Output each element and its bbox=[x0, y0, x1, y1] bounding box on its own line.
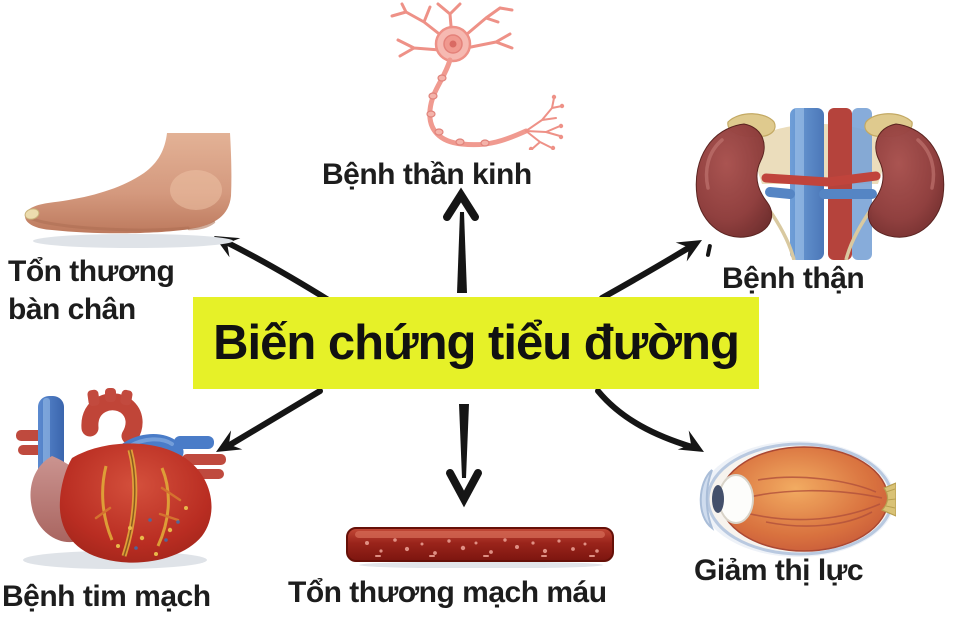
neuron-icon bbox=[390, 2, 565, 150]
label-eye: Giảm thị lực bbox=[694, 554, 864, 587]
arrow-to-kidney bbox=[599, 240, 712, 301]
blood-vessel-icon bbox=[346, 527, 614, 568]
foot-icon bbox=[24, 133, 233, 248]
heart-icon bbox=[16, 388, 226, 569]
eye-icon bbox=[699, 441, 896, 557]
arrow-to-vessel bbox=[446, 404, 482, 508]
label-vessel: Tổn thương mạch máu bbox=[288, 576, 607, 609]
label-nerve: Bệnh thần kinh bbox=[322, 158, 532, 191]
label-kidney: Bệnh thận bbox=[722, 262, 865, 295]
tick-artifact bbox=[705, 244, 712, 257]
arrow-to-nerve bbox=[443, 187, 479, 293]
label-heart: Bệnh tim mạch bbox=[2, 580, 211, 613]
arrow-to-heart bbox=[216, 388, 323, 452]
label-foot: Tổn thương bàn chân bbox=[8, 255, 175, 326]
arrow-to-eye bbox=[595, 388, 704, 452]
center-title: Biến chứng tiểu đường bbox=[193, 297, 759, 389]
kidneys-icon bbox=[695, 108, 945, 260]
